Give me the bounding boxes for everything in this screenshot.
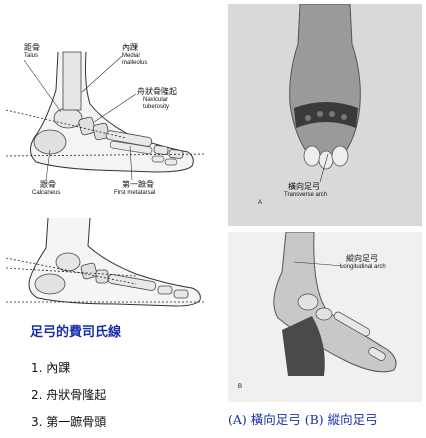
feiss-line-item-1: 1. 內踝 <box>31 361 71 375</box>
talus-label-cn: 距骨 <box>24 43 40 52</box>
longitudinal-arch-drawing <box>228 232 422 402</box>
feiss-line-item-2: 2. 舟狀骨隆起 <box>31 388 107 402</box>
photo-b-letter: B <box>238 384 243 390</box>
medial-malleolus-label-cn: 內踝 <box>122 43 138 52</box>
feiss-line-title: 足弓的費司氏線 <box>30 325 122 340</box>
figure-caption: (A) 橫向足弓 (B) 縱向足弓 <box>228 412 378 427</box>
talus-label-en: Talus <box>24 53 39 59</box>
foot-feiss-drawing <box>6 218 206 307</box>
foot-bones-drawing <box>6 51 206 181</box>
navicular-tuberosity-label-en: Navicular tuberosity <box>143 97 170 110</box>
longitudinal-arch-figure: B 縱向足弓 Longitudinal arch <box>228 232 422 402</box>
calcaneus-label-cn: 跟骨 <box>40 180 56 189</box>
longitudinal-arch-label-en: Longitudinal arch <box>340 264 386 270</box>
transverse-arch-figure: A 橫向足弓 Transverse arch <box>228 4 422 226</box>
calcaneus-label-en: Calcaneus <box>32 190 61 196</box>
transverse-arch-drawing <box>228 4 422 226</box>
foot-feiss-line-diagram <box>6 218 206 318</box>
first-metatarsal-label-en: First metatarsal <box>114 190 156 196</box>
photo-a-letter: A <box>258 200 263 206</box>
first-metatarsal-label-cn: 第一蹠骨 <box>122 180 154 189</box>
longitudinal-arch-label-cn: 縱向足弓 <box>346 254 378 263</box>
feiss-line-item-3: 3. 第一蹠骨頭 <box>31 415 107 429</box>
navicular-tuberosity-label-cn: 舟狀骨隆起 <box>137 87 177 96</box>
foot-bones-diagram <box>6 30 206 210</box>
medial-malleolus-label-en: Medial malleolus <box>122 53 148 66</box>
transverse-arch-label-en: Transverse arch <box>284 192 328 198</box>
transverse-arch-label-cn: 橫向足弓 <box>288 182 320 191</box>
